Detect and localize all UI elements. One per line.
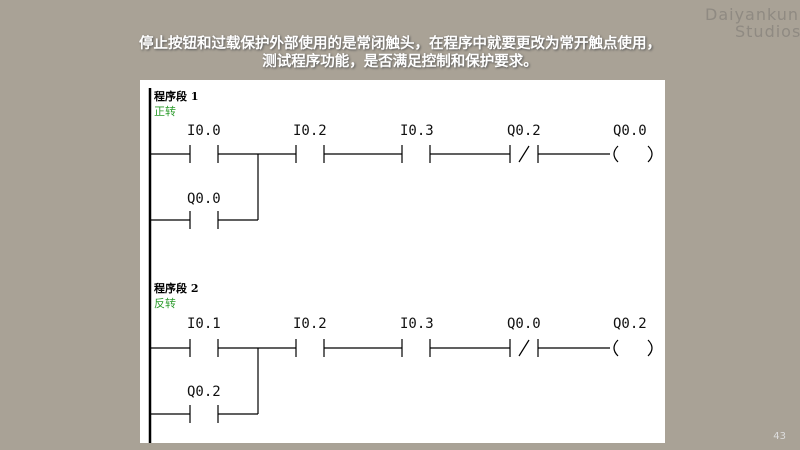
coil-right bbox=[647, 339, 653, 357]
contact-label: I0.0 bbox=[187, 123, 221, 139]
contact-label: I0.3 bbox=[400, 123, 434, 139]
contact-label: Q0.2 bbox=[507, 123, 541, 139]
contact-label: I0.2 bbox=[293, 123, 327, 139]
contact-label: I0.1 bbox=[187, 316, 221, 332]
page-number: 43 bbox=[773, 431, 786, 442]
contact-label: I0.2 bbox=[293, 316, 327, 332]
nc-slash bbox=[518, 339, 530, 357]
contact-label: Q0.0 bbox=[507, 316, 541, 332]
contact-label: I0.3 bbox=[400, 316, 434, 332]
network-2-title: 程序段 2 bbox=[154, 282, 199, 295]
coil-left bbox=[613, 339, 619, 357]
branch-contact-label: Q0.0 bbox=[187, 191, 221, 207]
title-line-2: 测试程序功能，是否满足控制和保护要求。 bbox=[262, 54, 538, 70]
ladder-lines bbox=[148, 88, 653, 443]
coil-right bbox=[647, 145, 653, 163]
branch-contact-label: Q0.2 bbox=[187, 384, 221, 400]
network-1-comment: 正转 bbox=[154, 105, 176, 118]
title-line-1: 停止按钮和过载保护外部使用的是常闭触头，在程序中就要更改为常开触点使用， bbox=[139, 36, 661, 52]
coil-label: Q0.2 bbox=[613, 316, 647, 332]
coil-label: Q0.0 bbox=[613, 123, 647, 139]
ladder-diagram-panel: 程序段 1 正转 I0.0 I0.2 I0.3 Q0.2 Q0.0 Q0.0 程… bbox=[140, 80, 665, 443]
network-1-title: 程序段 1 bbox=[154, 90, 199, 103]
nc-slash bbox=[518, 145, 530, 163]
coil-left bbox=[613, 145, 619, 163]
network-2-comment: 反转 bbox=[154, 297, 176, 310]
